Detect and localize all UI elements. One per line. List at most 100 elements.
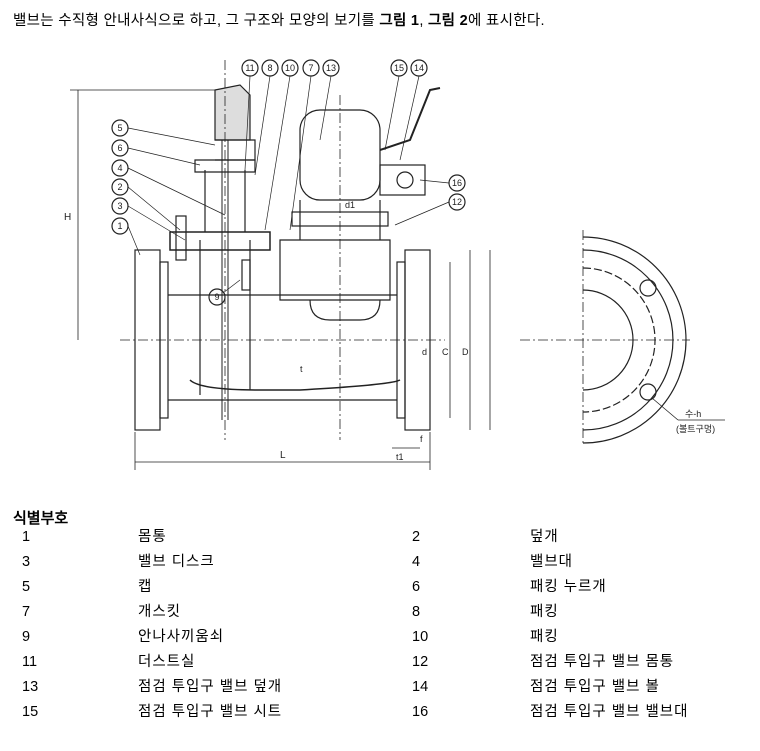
legend-item: 2 덮개 (390, 528, 760, 553)
dim-L: L (280, 450, 286, 461)
dim-d: d (422, 347, 427, 357)
valve-body (134, 84, 441, 431)
legend-number: 9 (22, 629, 31, 645)
bolt-hole-label: (볼트구멍) (676, 424, 715, 434)
intro-paragraph: 밸브는 수직형 안내사식으로 하고, 그 구조와 모양의 보기를 그림 1, 그… (13, 9, 753, 30)
legend-label: 더스트실 (138, 654, 196, 670)
legend-item: 3 밸브 디스크 (0, 553, 390, 578)
legend-item: 13 점검 투입구 밸브 덮개 (0, 678, 390, 703)
dim-d1: d1 (345, 200, 355, 210)
legend-number: 13 (22, 679, 39, 695)
svg-text:5: 5 (117, 123, 122, 133)
figure-2-reference: 그림 2 (427, 13, 468, 29)
svg-text:2: 2 (117, 182, 122, 192)
dim-t1: t1 (396, 452, 404, 462)
callout-3: 3 (111, 197, 129, 215)
legend-number: 14 (412, 679, 429, 695)
svg-text:7: 7 (308, 63, 313, 73)
legend-number: 6 (412, 579, 421, 595)
callout-2: 2 (111, 178, 129, 196)
legend-item: 16 점검 투입구 밸브 밸브대 (390, 703, 760, 728)
legend-item: 11 더스트실 (0, 653, 390, 678)
svg-text:9: 9 (214, 292, 219, 302)
callout-13: 13 (322, 59, 340, 77)
callout-12: 12 (448, 193, 466, 211)
valve-drawing: 수-h (볼트구멍) H L d C D t t1 f d1 11 8 10 7… (64, 59, 725, 470)
legend-item: 9 안나사끼움쇠 (0, 628, 390, 653)
intro-text: 밸브는 수직형 안내사식으로 하고, 그 구조와 모양의 보기를 (13, 13, 380, 29)
legend-item: 8 패킹 (390, 603, 760, 628)
legend-label: 점검 투입구 밸브 덮개 (138, 679, 283, 695)
flange-end-view (582, 236, 725, 444)
callout-6: 6 (111, 139, 129, 157)
legend-number: 1 (22, 529, 31, 545)
dim-C: C (442, 347, 449, 357)
legend-label: 패킹 (530, 604, 559, 620)
legend-label: 점검 투입구 밸브 시트 (138, 704, 283, 720)
svg-text:15: 15 (394, 63, 404, 73)
intro-comma: , (419, 13, 428, 29)
legend-number: 12 (412, 654, 429, 670)
dim-t: t (300, 364, 303, 374)
legend-item: 4 밸브대 (390, 553, 760, 578)
legend-title: 식별부호 (13, 510, 69, 527)
legend-item: 14 점검 투입구 밸브 볼 (390, 678, 760, 703)
legend-number: 2 (412, 529, 421, 545)
legend-item: 12 점검 투입구 밸브 몸통 (390, 653, 760, 678)
legend-number: 11 (22, 654, 38, 670)
svg-text:1: 1 (117, 221, 122, 231)
center-lines (120, 60, 690, 445)
dim-D: D (462, 347, 469, 357)
callout-9: 9 (208, 288, 226, 306)
figure-1-reference: 그림 1 (379, 13, 420, 29)
svg-text:8: 8 (267, 63, 272, 73)
legend-label: 점검 투입구 밸브 몸통 (530, 654, 675, 670)
svg-text:16: 16 (452, 178, 462, 188)
svg-text:4: 4 (117, 163, 122, 173)
dim-H: H (64, 212, 71, 223)
callout-10: 10 (281, 59, 299, 77)
legend-label: 밸브대 (530, 554, 574, 570)
legend-number: 7 (22, 604, 31, 620)
legend-label: 밸브 디스크 (138, 554, 215, 570)
legend-label: 몸통 (138, 529, 167, 545)
legend-item: 6 패킹 누르개 (390, 578, 760, 603)
callout-16: 16 (448, 174, 466, 192)
legend-number: 8 (412, 604, 421, 620)
leader-lines (127, 75, 450, 294)
bolt-hole-count-label: 수-h (685, 409, 701, 419)
legend-number: 10 (412, 629, 429, 645)
legend-label: 캡 (138, 579, 153, 595)
svg-text:14: 14 (414, 63, 424, 73)
callout-4: 4 (111, 159, 129, 177)
intro-text-end: 에 표시한다. (467, 13, 545, 29)
legend-label: 패킹 누르개 (530, 579, 607, 595)
callout-8: 8 (261, 59, 279, 77)
legend-number: 15 (22, 704, 39, 720)
callout-14: 14 (410, 59, 428, 77)
callout-11: 11 (241, 59, 259, 77)
legend-label: 안나사끼움쇠 (138, 629, 225, 645)
legend-number: 4 (412, 554, 421, 570)
legend-label: 덮개 (530, 529, 559, 545)
legend-label: 점검 투입구 밸브 밸브대 (530, 704, 689, 720)
svg-text:11: 11 (245, 63, 254, 73)
svg-text:6: 6 (117, 143, 122, 153)
svg-text:13: 13 (326, 63, 336, 73)
svg-text:12: 12 (452, 197, 462, 207)
svg-text:3: 3 (117, 201, 122, 211)
callout-15: 15 (390, 59, 408, 77)
legend-item: 15 점검 투입구 밸브 시트 (0, 703, 390, 728)
legend-number: 16 (412, 704, 429, 720)
legend-number: 3 (22, 554, 31, 570)
dim-f: f (420, 434, 423, 444)
svg-text:10: 10 (285, 63, 295, 73)
callout-1: 1 (111, 217, 129, 235)
legend-number: 5 (22, 579, 31, 595)
legend-label: 점검 투입구 밸브 볼 (530, 679, 660, 695)
callout-5: 5 (111, 119, 129, 137)
legend-label: 패킹 (530, 629, 559, 645)
